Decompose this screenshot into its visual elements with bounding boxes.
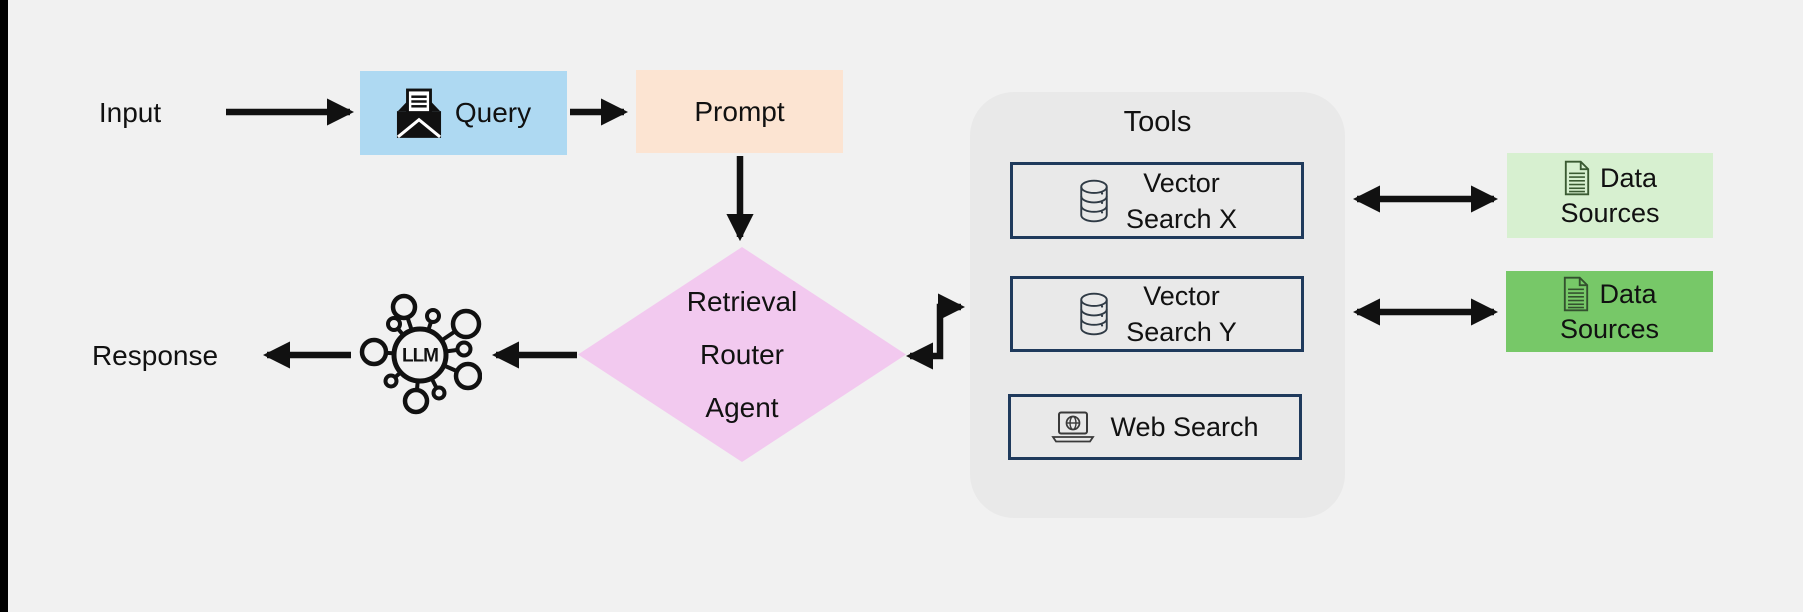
data-sources-dark-node: Data Sources (1506, 271, 1713, 352)
document-icon (1563, 160, 1591, 196)
data-sources-label-line1: Data (1599, 278, 1657, 309)
retrieval-router-agent-node: Retrieval Router Agent (578, 247, 906, 462)
data-sources-label-line2: Sources (1560, 198, 1660, 228)
database-icon (1077, 179, 1111, 223)
data-sources-label-line1: Data (1599, 162, 1658, 193)
arrow-router-to-tools-elbow (905, 293, 966, 370)
database-icon (1077, 292, 1111, 336)
left-edge-strip (0, 0, 8, 612)
router-label-line1: Retrieval (686, 285, 798, 317)
query-node-label: Query (454, 97, 532, 128)
tool-web-search: Web Search (1008, 394, 1302, 460)
document-icon (1562, 276, 1590, 312)
laptop-globe-icon (1051, 411, 1096, 444)
query-node: Query (360, 71, 567, 155)
llm-label: LLM (402, 346, 438, 367)
data-sources-light-node: Data Sources (1507, 153, 1713, 238)
tools-panel-title: Tools (1123, 106, 1192, 138)
response-label: Response (91, 340, 219, 371)
prompt-node: Prompt (636, 70, 843, 153)
router-label-line2: Router (699, 338, 785, 370)
tool-label: Web Search (1110, 412, 1259, 442)
data-sources-label-line2: Sources (1559, 314, 1660, 344)
llm-network-icon: LLM (358, 293, 482, 417)
prompt-node-label: Prompt (694, 95, 785, 127)
input-label: Input (98, 97, 162, 128)
open-envelope-icon (396, 86, 442, 140)
router-label-line3: Agent (705, 391, 779, 423)
